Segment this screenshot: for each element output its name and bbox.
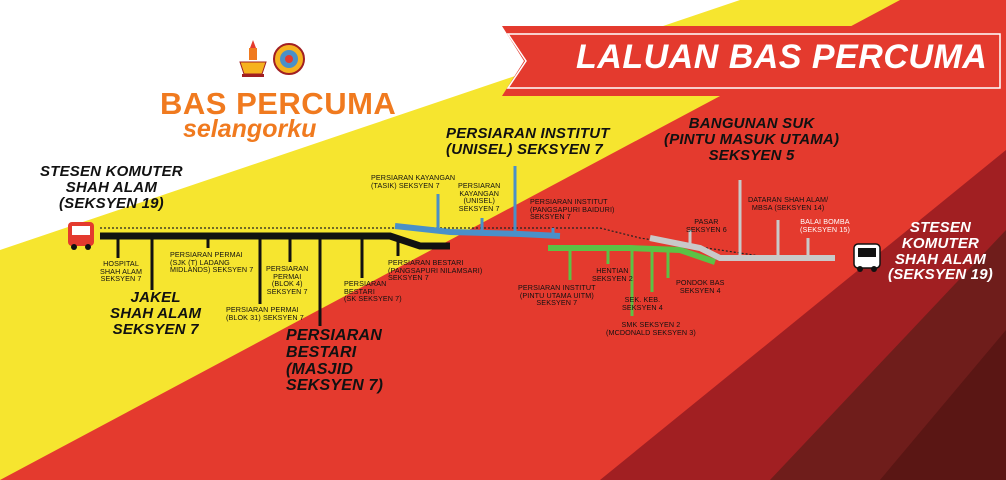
bus-icon-start <box>68 222 94 250</box>
stop-kayangan-unisel-label: PERSIARAN KAYANGAN (UNISEL) SEKSYEN 7 <box>458 181 501 213</box>
stop-hentian-label: HENTIAN SEKSYEN 2 <box>592 266 633 283</box>
stop-jakel-label: JAKEL SHAH ALAM SEKSYEN 7 <box>110 289 202 338</box>
stop-bestari-sk-label: PERSIARAN BESTARI (SK SEKSYEN 7) <box>344 279 402 304</box>
stop-dataran-label: DATARAN SHAH ALAM/ MBSA (SEKSYEN 14) <box>748 195 829 212</box>
station-start-label: STESEN KOMUTER SHAH ALAM (SEKSYEN 19) <box>40 163 183 212</box>
banner-ribbon <box>502 26 1006 96</box>
route-black <box>100 232 450 250</box>
blue-stop-ticks <box>436 166 555 236</box>
station-end-label: STESEN KOMUTER SHAH ALAM (SEKSYEN 19) <box>888 219 993 284</box>
stop-pasar-label: PASAR SEKSYEN 6 <box>686 217 727 234</box>
stop-permai-blok4-label: PERSIARAN PERMAI (BLOK 4) SEKSYEN 7 <box>266 264 309 296</box>
stop-bestari-masjid-label: PERSIARAN BESTARI (MASJID SEKSYEN 7) <box>286 327 384 395</box>
brand-title: BAS PERCUMA <box>160 86 397 121</box>
stop-sk-keb-label: SEK. KEB. SEKSYEN 4 <box>622 295 663 312</box>
stop-hospital-label: HOSPITAL SHAH ALAM SEKSYEN 7 <box>100 259 143 284</box>
grey-stop-ticks <box>688 180 810 258</box>
banner-title: LALUAN BAS PERCUMA <box>576 38 988 76</box>
stop-permai-blok31-label: PERSIARAN PERMAI (BLOK 31) SEKSYEN 7 <box>226 305 304 322</box>
emblem-icon <box>273 43 305 75</box>
stop-institut-baiduri-label: PERSIARAN INSTITUT (PANGSAPURI BAIDURI) … <box>530 197 615 222</box>
route-green <box>548 245 716 265</box>
bg-deep-maroon-band <box>880 330 1006 480</box>
black-stop-ticks <box>116 236 400 326</box>
stop-kayangan-tasik-label: PERSIARAN KAYANGAN (TASIK) SEKSYEN 7 <box>371 173 456 190</box>
stop-suk-label: BANGUNAN SUK (PINTU MASUK UTAMA) SEKSYEN… <box>664 115 840 164</box>
crest-icon <box>239 40 267 77</box>
stop-unisel-label: PERSIARAN INSTITUT (UNISEL) SEKSYEN 7 <box>446 125 610 158</box>
stop-balai-bomba-label: BALAI BOMBA (SEKSYEN 15) <box>800 217 850 234</box>
banner-border <box>506 33 1001 89</box>
stop-smk-label: SMK SEKSYEN 2 (McDONALD SEKSYEN 3) <box>606 320 696 337</box>
stop-permai-sjk-label: PERSIARAN PERMAI (SJK (T) LADANG MIDLAND… <box>170 250 254 275</box>
route-blue <box>394 223 561 239</box>
brand-subtitle: selangorku <box>183 115 317 143</box>
banner-shape <box>502 26 1006 96</box>
green-stop-ticks <box>568 248 670 316</box>
bus-icon-end <box>853 243 881 272</box>
stop-bestari-nilamsari-label: PERSIARAN BESTARI (PANGSAPURI NILAMSARI)… <box>388 258 483 283</box>
stop-pondok-label: PONDOK BAS SEKSYEN 4 <box>676 278 725 295</box>
stop-institut-uitm-label: PERSIARAN INSTITUT (PINTU UTAMA UiTM) SE… <box>518 283 596 308</box>
